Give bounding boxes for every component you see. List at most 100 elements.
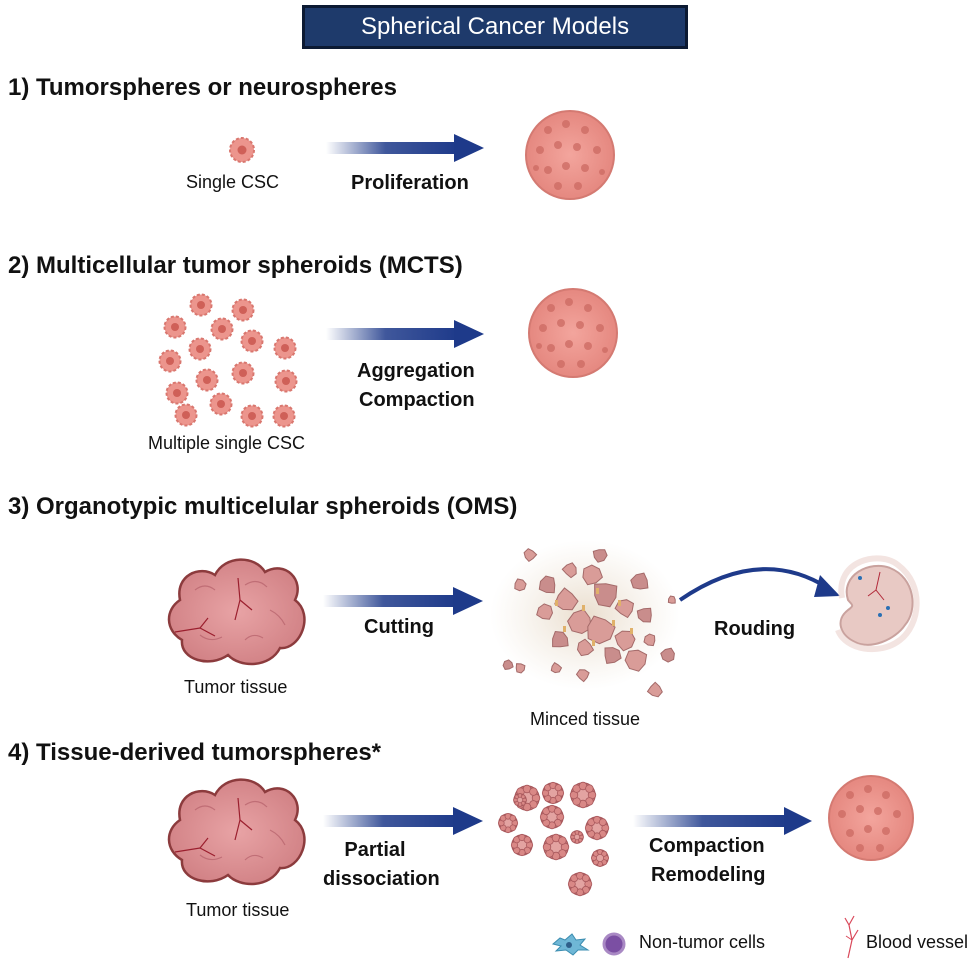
organotypic-spheroid	[835, 555, 920, 653]
csc-cell	[273, 336, 297, 360]
fragment-cluster	[513, 793, 527, 807]
tissue-piece	[514, 578, 527, 592]
fragment-cluster	[567, 871, 593, 897]
step-proliferation: Proliferation	[351, 172, 469, 194]
tissue-piece	[550, 662, 563, 674]
tissue-piece	[538, 575, 556, 594]
step-remodeling: Remodeling	[651, 864, 766, 886]
legend-non-tumor-cells: Non-tumor cells	[639, 932, 766, 952]
csc-cell	[240, 404, 264, 428]
tissue-piece	[643, 633, 656, 647]
fragment-cluster	[510, 833, 534, 857]
step-compaction-4: Compaction	[649, 835, 765, 857]
tissue-piece	[630, 572, 649, 590]
minced-tissue	[490, 540, 680, 698]
legend-blood-vessel: Blood vessel	[866, 932, 969, 952]
section-3-heading: 3) Organotypic multicelular spheroids (O…	[8, 493, 518, 520]
tissue-piece	[582, 564, 603, 586]
fragment-cluster	[539, 804, 565, 830]
tissue-piece	[552, 630, 569, 648]
arrow-rounding-curved	[678, 567, 840, 602]
tissue-fleck	[563, 626, 566, 632]
tissue-fleck	[596, 588, 599, 594]
step-partial: Partial	[344, 839, 406, 861]
fragment-cluster	[584, 815, 610, 841]
tumor-tissue-4	[167, 778, 306, 886]
step-rounding: Rouding	[714, 618, 796, 640]
csc-cell	[174, 403, 198, 427]
csc-cell	[189, 293, 213, 317]
csc-cell	[209, 392, 233, 416]
tissue-piece	[624, 649, 648, 672]
csc-cell	[210, 317, 234, 341]
tissue-piece	[575, 669, 590, 683]
csc-cell	[165, 381, 189, 405]
fragment-cluster	[570, 830, 584, 844]
tissue-piece	[660, 647, 675, 663]
tissue-piece	[592, 549, 608, 563]
single-csc-cell	[229, 137, 255, 163]
fragment-cluster	[542, 833, 570, 861]
fragment-cluster	[541, 781, 565, 805]
step-compaction: Compaction	[359, 389, 475, 411]
section-1-heading: 1) Tumorspheres or neurospheres	[8, 74, 397, 101]
tissue-fleck	[612, 620, 615, 626]
tissue-piece	[523, 548, 538, 563]
fragment-cluster	[591, 849, 610, 868]
tissue-piece	[536, 603, 554, 620]
csc-cell	[231, 298, 255, 322]
step-dissociation: dissociation	[323, 868, 440, 890]
tissue-fleck	[630, 628, 633, 634]
tumorsphere-4	[828, 775, 914, 861]
tumor-tissue-label-3: Tumor tissue	[184, 677, 288, 697]
tumor-tissue-label-4: Tumor tissue	[186, 900, 290, 920]
tissue-piece	[646, 681, 663, 698]
arrow-compaction-remodeling	[633, 807, 812, 835]
fragment-cluster	[569, 781, 597, 809]
step-cutting: Cutting	[364, 616, 434, 638]
single-csc-label: Single CSC	[186, 172, 280, 192]
tumorsphere-1	[525, 110, 615, 200]
tissue-fleck	[618, 600, 621, 606]
non-tumor-cell-icon	[551, 933, 590, 956]
arrow-cutting	[323, 587, 483, 615]
csc-cell	[158, 349, 182, 373]
tissue-fleck	[592, 640, 595, 646]
csc-cell	[272, 404, 296, 428]
step-aggregation: Aggregation	[357, 360, 475, 382]
csc-cell	[274, 369, 298, 393]
tissue-piece	[554, 587, 579, 611]
arrow-aggregation	[326, 320, 484, 348]
tissue-piece	[604, 647, 622, 664]
tissue-fleck	[582, 605, 585, 611]
tissue-piece	[576, 638, 595, 657]
tissue-fragments	[497, 781, 610, 897]
arrow-proliferation	[326, 134, 484, 162]
page-title: Spherical Cancer Models	[302, 5, 688, 49]
csc-cell	[163, 315, 187, 339]
tissue-piece	[515, 663, 526, 674]
tissue-piece	[561, 562, 577, 579]
tissue-piece	[567, 608, 592, 635]
tumorsphere-2	[528, 288, 618, 378]
arrow-partial-dissociation	[323, 807, 483, 835]
section-4-heading: 4) Tissue-derived tumorspheres*	[8, 739, 382, 766]
fragment-cluster	[497, 812, 519, 834]
tissue-piece	[594, 583, 618, 608]
purple-cell-icon	[602, 932, 626, 956]
minced-tissue-label: Minced tissue	[530, 709, 641, 729]
csc-cell	[195, 368, 219, 392]
tissue-piece	[667, 595, 676, 604]
csc-cell	[188, 337, 212, 361]
tissue-fleck	[555, 600, 558, 606]
multiple-csc-cells	[158, 293, 298, 428]
csc-cell	[240, 329, 264, 353]
multiple-csc-label: Multiple single CSC	[148, 433, 306, 453]
tissue-piece	[614, 630, 636, 652]
csc-cell	[231, 361, 255, 385]
tumor-tissue-3	[167, 558, 306, 666]
tissue-piece	[502, 659, 514, 670]
section-2-heading: 2) Multicellular tumor spheroids (MCTS)	[8, 252, 463, 279]
blood-vessel-icon	[844, 915, 859, 959]
